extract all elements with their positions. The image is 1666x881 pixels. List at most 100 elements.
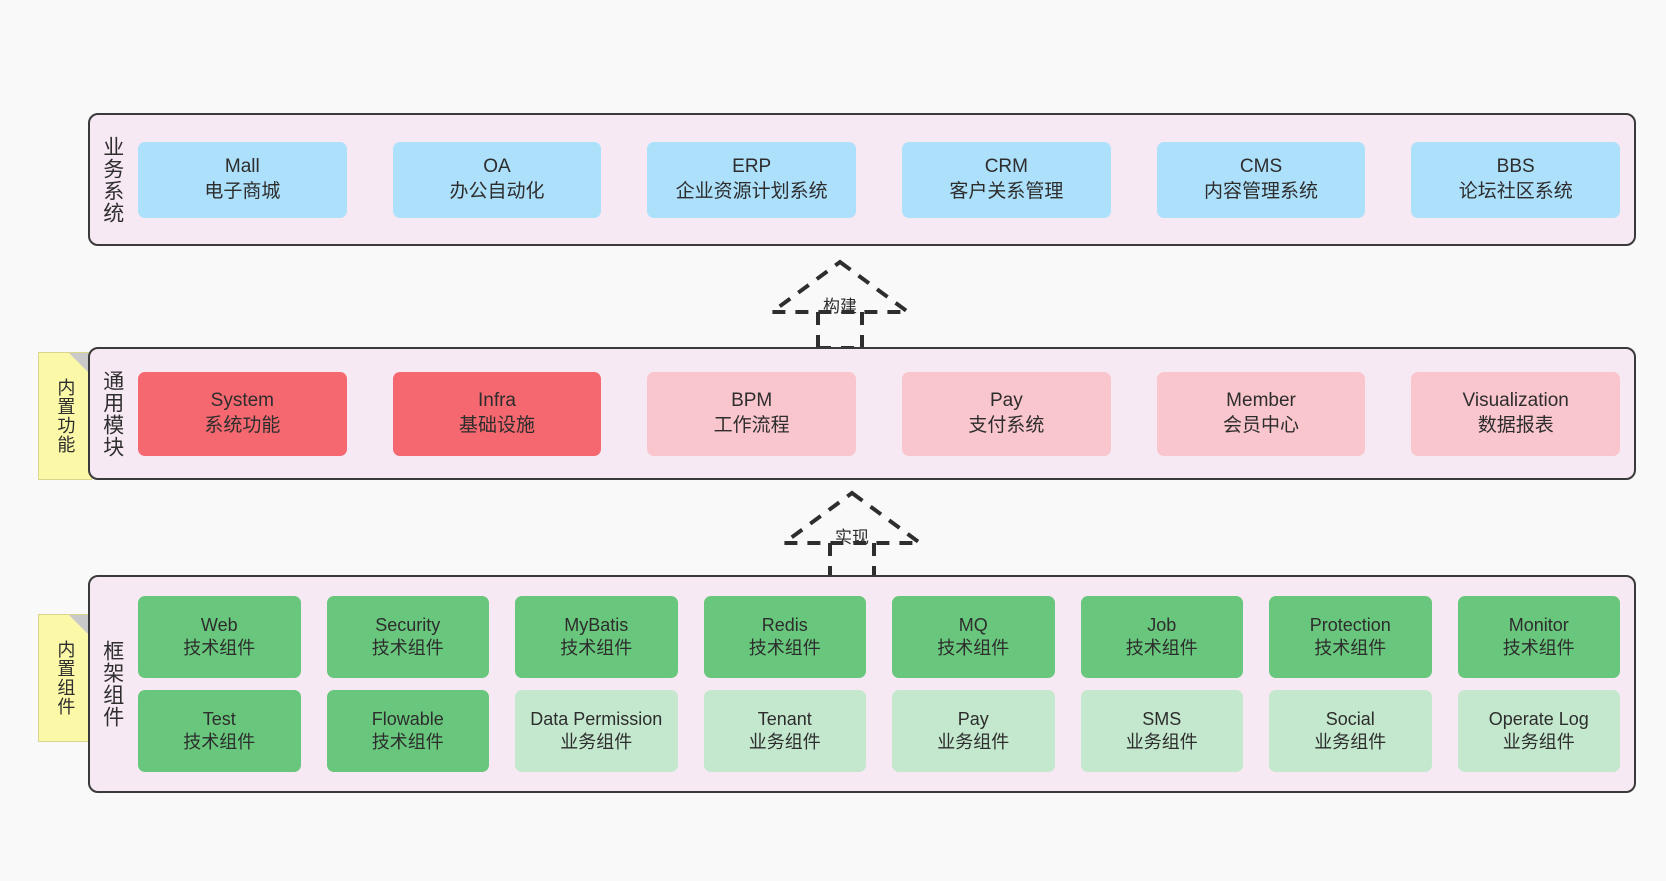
card-flowable[interactable]: Flowable 技术组件 bbox=[326, 690, 489, 772]
layer-body-common: System 系统功能 Infra 基础设施 BPM 工作流程 Pay 支付系统… bbox=[134, 349, 1634, 478]
card-cms[interactable]: CMS 内容管理系统 bbox=[1156, 141, 1366, 218]
card-redis[interactable]: Redis 技术组件 bbox=[703, 596, 866, 678]
card-system-desc: 系统功能 bbox=[204, 414, 281, 436]
card-security[interactable]: Security 技术组件 bbox=[326, 596, 489, 678]
card-test[interactable]: Test 技术组件 bbox=[138, 690, 301, 772]
generalization-triangle-build bbox=[765, 259, 915, 314]
card-bpm-name: BPM bbox=[731, 390, 773, 412]
card-pay-module-name: Pay bbox=[989, 390, 1023, 412]
card-protection-desc: 技术组件 bbox=[1314, 638, 1387, 658]
card-pay-component-name: Pay bbox=[957, 708, 989, 729]
card-bpm[interactable]: BPM 工作流程 bbox=[647, 371, 857, 456]
card-web-name: Web bbox=[200, 614, 238, 635]
card-system[interactable]: System 系统功能 bbox=[138, 371, 347, 456]
card-operate-log-name: Operate Log bbox=[1488, 708, 1589, 729]
card-sms-name: SMS bbox=[1142, 708, 1182, 729]
card-job-name: Job bbox=[1147, 614, 1177, 635]
card-monitor-desc: 技术组件 bbox=[1502, 638, 1575, 658]
card-mybatis-name: MyBatis bbox=[564, 614, 629, 635]
card-oa-name: OA bbox=[483, 156, 511, 178]
card-bpm-desc: 工作流程 bbox=[713, 414, 790, 436]
card-member-name: Member bbox=[1226, 390, 1296, 412]
card-system-name: System bbox=[210, 390, 275, 412]
card-web[interactable]: Web 技术组件 bbox=[138, 596, 301, 678]
connector-build: 构建 bbox=[760, 256, 920, 350]
card-tenant[interactable]: Tenant 业务组件 bbox=[703, 690, 866, 772]
card-social[interactable]: Social 业务组件 bbox=[1269, 690, 1432, 772]
card-cms-name: CMS bbox=[1239, 156, 1283, 178]
card-protection[interactable]: Protection 技术组件 bbox=[1269, 596, 1432, 678]
connector-realize: 实现 bbox=[772, 487, 932, 581]
card-cms-desc: 内容管理系统 bbox=[1204, 180, 1319, 202]
card-visualization-name: Visualization bbox=[1462, 390, 1569, 412]
card-mybatis[interactable]: MyBatis 技术组件 bbox=[515, 596, 678, 678]
card-test-desc: 技术组件 bbox=[183, 732, 256, 752]
card-crm-desc: 客户关系管理 bbox=[949, 180, 1064, 202]
sticky-fold-corner-icon bbox=[69, 353, 91, 375]
layer-common-module: 通用模块 System 系统功能 Infra 基础设施 BPM 工作流程 Pay… bbox=[88, 347, 1636, 480]
card-monitor-name: Monitor bbox=[1508, 614, 1569, 635]
card-operate-log-desc: 业务组件 bbox=[1502, 732, 1575, 752]
card-member-desc: 会员中心 bbox=[1223, 414, 1300, 436]
layer-body-business: Mall 电子商城 OA 办公自动化 ERP 企业资源计划系统 CRM 客户关系… bbox=[134, 115, 1634, 244]
card-visualization[interactable]: Visualization 数据报表 bbox=[1411, 371, 1621, 456]
card-crm-name: CRM bbox=[984, 156, 1028, 178]
card-data-permission-desc: 业务组件 bbox=[560, 732, 633, 752]
card-job[interactable]: Job 技术组件 bbox=[1080, 596, 1243, 678]
sticky-note-builtin-function: 内置功能 bbox=[38, 352, 92, 480]
layer-framework-component: 框架组件 Web 技术组件 Security 技术组件 MyBatis 技术组件… bbox=[88, 575, 1636, 793]
sticky-note-builtin-component-label: 内置组件 bbox=[55, 640, 76, 716]
card-oa[interactable]: OA 办公自动化 bbox=[392, 141, 602, 218]
card-tenant-desc: 业务组件 bbox=[748, 732, 821, 752]
framework-row-business: Test 技术组件 Flowable 技术组件 Data Permission … bbox=[138, 690, 1620, 772]
card-visualization-desc: 数据报表 bbox=[1477, 414, 1554, 436]
card-security-name: Security bbox=[375, 614, 441, 635]
card-monitor[interactable]: Monitor 技术组件 bbox=[1457, 596, 1620, 678]
generalization-triangle-realize bbox=[777, 490, 927, 545]
card-web-desc: 技术组件 bbox=[183, 638, 256, 658]
card-redis-desc: 技术组件 bbox=[748, 638, 821, 658]
card-crm[interactable]: CRM 客户关系管理 bbox=[902, 141, 1111, 218]
card-data-permission-name: Data Permission bbox=[530, 708, 663, 729]
card-test-name: Test bbox=[202, 708, 236, 729]
card-bbs-name: BBS bbox=[1496, 156, 1535, 178]
card-mall-name: Mall bbox=[224, 156, 260, 178]
layer-title-common: 通用模块 bbox=[100, 369, 124, 458]
card-infra[interactable]: Infra 基础设施 bbox=[392, 371, 602, 456]
card-job-desc: 技术组件 bbox=[1125, 638, 1198, 658]
card-flowable-name: Flowable bbox=[371, 708, 444, 729]
card-social-name: Social bbox=[1325, 708, 1375, 729]
card-erp-desc: 企业资源计划系统 bbox=[675, 180, 828, 202]
card-data-permission[interactable]: Data Permission 业务组件 bbox=[515, 690, 678, 772]
layer-title-framework: 框架组件 bbox=[100, 640, 124, 728]
card-pay-module-desc: 支付系统 bbox=[968, 414, 1045, 436]
card-security-desc: 技术组件 bbox=[371, 638, 444, 658]
sticky-note-builtin-function-label: 内置功能 bbox=[55, 378, 76, 454]
card-mall[interactable]: Mall 电子商城 bbox=[138, 141, 347, 218]
card-sms[interactable]: SMS 业务组件 bbox=[1080, 690, 1243, 772]
framework-row-technical: Web 技术组件 Security 技术组件 MyBatis 技术组件 Redi… bbox=[138, 596, 1620, 678]
card-operate-log[interactable]: Operate Log 业务组件 bbox=[1457, 690, 1620, 772]
card-pay-component-desc: 业务组件 bbox=[937, 732, 1010, 752]
generalization-stem-build bbox=[816, 312, 864, 350]
card-flowable-desc: 技术组件 bbox=[371, 732, 444, 752]
card-mq[interactable]: MQ 技术组件 bbox=[892, 596, 1055, 678]
card-infra-desc: 基础设施 bbox=[459, 414, 536, 436]
card-mq-desc: 技术组件 bbox=[937, 638, 1010, 658]
sticky-note-builtin-component: 内置组件 bbox=[38, 614, 92, 742]
connector-build-label: 构建 bbox=[823, 297, 857, 316]
card-pay-component[interactable]: Pay 业务组件 bbox=[892, 690, 1055, 772]
card-tenant-name: Tenant bbox=[757, 708, 812, 729]
card-pay-module[interactable]: Pay 支付系统 bbox=[902, 371, 1111, 456]
card-mall-desc: 电子商城 bbox=[204, 180, 281, 202]
card-social-desc: 业务组件 bbox=[1314, 732, 1387, 752]
card-bbs-desc: 论坛社区系统 bbox=[1458, 180, 1573, 202]
card-erp[interactable]: ERP 企业资源计划系统 bbox=[647, 141, 857, 218]
card-member[interactable]: Member 会员中心 bbox=[1156, 371, 1366, 456]
connector-realize-label: 实现 bbox=[835, 528, 869, 547]
card-bbs[interactable]: BBS 论坛社区系统 bbox=[1411, 141, 1621, 218]
card-erp-name: ERP bbox=[732, 156, 772, 178]
layer-title-business: 业务系统 bbox=[100, 135, 124, 224]
layer-body-framework: Web 技术组件 Security 技术组件 MyBatis 技术组件 Redi… bbox=[134, 577, 1634, 791]
